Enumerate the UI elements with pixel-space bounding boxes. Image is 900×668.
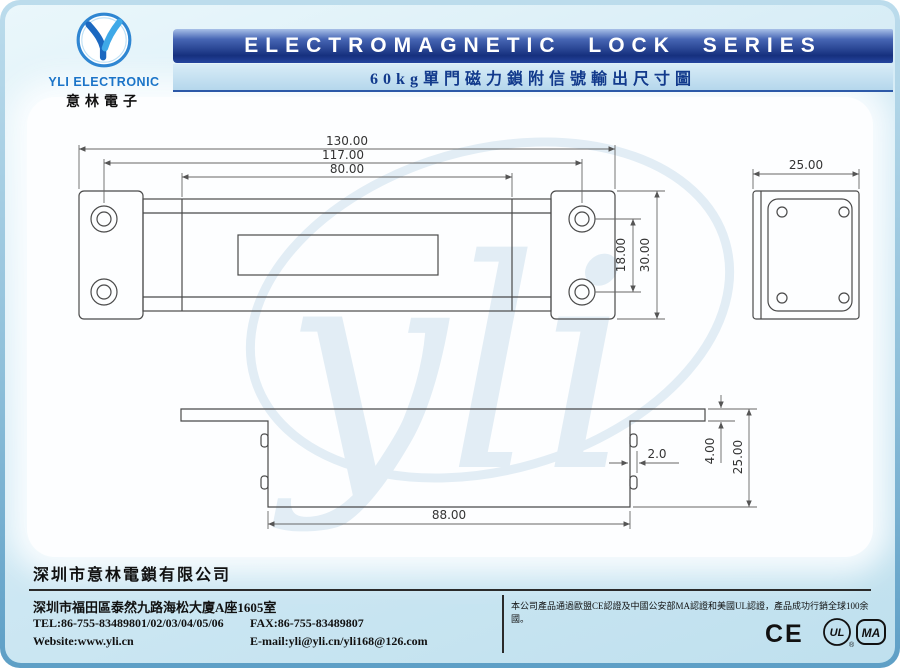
mounting-plate-left	[78, 190, 144, 320]
logo-company-en: YLI ELECTRONIC	[48, 75, 160, 89]
bottom-view-dimension-lines	[267, 395, 757, 529]
watermark-text: yli	[269, 199, 632, 536]
dim-total-height: 25.00	[731, 440, 745, 474]
certification-note: 本公司產品通過歐盟CE認證及中國公安部MA認證和美國UL認證，產品成功行銷全球1…	[511, 601, 869, 624]
front-view	[78, 190, 616, 320]
label-plate	[237, 234, 439, 276]
email-address: E-mail:yli@yli.cn/yli168@126.com	[250, 634, 428, 648]
svg-text:®: ®	[849, 641, 855, 649]
page-subtitle: 60kg單門磁力鎖附信號輸出尺寸圖	[370, 71, 696, 88]
dim-overall-width: 130.00	[326, 134, 368, 148]
company-address: 深圳市福田區泰然九路海松大廈A座1605室	[33, 600, 277, 615]
side-view	[752, 190, 860, 320]
bottom-view	[180, 408, 706, 508]
svg-text:UL: UL	[830, 627, 845, 639]
company-name: 深圳市意林電鎖有限公司	[33, 567, 232, 584]
subtitle-banner: 60kg單門磁力鎖附信號輸出尺寸圖	[173, 64, 893, 92]
logo-company-cn: 意林電子	[66, 95, 142, 110]
front-view-dimension-lines	[78, 145, 665, 320]
side-screw-holes	[776, 206, 850, 304]
fax-number: FAX:86-755-83489807	[250, 616, 364, 630]
front-view-dim-labels: 130.00 117.00 80.00 18.00 30.00	[322, 134, 652, 272]
lock-body	[142, 198, 552, 312]
dim-hole-pitch: 18.00	[614, 238, 628, 272]
watermark: yli	[245, 137, 735, 536]
side-view-dimension-lines	[752, 169, 860, 189]
footer-divider	[29, 589, 871, 591]
dim-tab-thickness: 2.0	[647, 447, 666, 461]
dim-bottom-width: 88.00	[432, 508, 466, 522]
side-inner-face	[767, 198, 853, 312]
tel-number: TEL:86-755-83489801/02/03/04/05/06	[33, 616, 224, 630]
title-banner: ELECTROMAGNETIC LOCK SERIES	[173, 29, 893, 63]
website-url: Website:www.yli.cn	[33, 634, 134, 648]
page-title: ELECTROMAGNETIC LOCK SERIES	[244, 34, 822, 57]
watermark-swirl	[245, 137, 735, 483]
technical-drawings: yli	[78, 134, 860, 536]
ce-mark-icon: CE	[765, 620, 804, 648]
dim-flange-thickness: 4.00	[703, 438, 717, 465]
tel-fax-row: TEL:86-755-83489801/02/03/04/05/06 FAX:8…	[33, 616, 493, 631]
dim-plate-height: 30.00	[638, 238, 652, 272]
certification-logos: CE UL ® MA	[763, 611, 887, 656]
logo-block: YLI ELECTRONIC 意林電子	[43, 11, 165, 111]
side-tabs	[260, 433, 638, 490]
ul-mark-icon: UL ®	[823, 618, 855, 649]
web-email-row: Website:www.yli.cn E-mail:yli@yli.cn/yli…	[33, 634, 493, 649]
dim-side-width: 25.00	[789, 158, 823, 172]
footer-vertical-divider	[502, 595, 504, 653]
bottom-profile	[180, 408, 706, 508]
side-body	[752, 190, 860, 320]
bottom-view-dim-labels: 88.00 2.0 4.00 25.00	[432, 438, 745, 522]
dim-hole-span: 117.00	[322, 148, 364, 162]
yli-logo-icon	[76, 12, 132, 68]
datasheet-page: YLI ELECTRONIC 意林電子 ELECTROMAGNETIC LOCK…	[5, 5, 895, 663]
ma-mark-icon: MA	[856, 619, 886, 645]
dim-body-width: 80.00	[330, 162, 364, 176]
svg-text:MA: MA	[862, 626, 881, 640]
